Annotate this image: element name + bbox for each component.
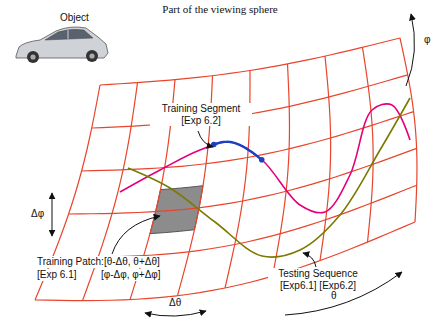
car-wheel — [27, 51, 39, 63]
direction-arrow — [406, 14, 415, 86]
car-pillar — [68, 30, 69, 39]
dimension-label: Δφ — [30, 208, 45, 220]
testing-sequence-curve — [128, 98, 410, 257]
longitude-line — [273, 64, 290, 276]
callout-label: [Exp 6.1] — [36, 269, 77, 281]
axis-label: θ — [330, 290, 338, 302]
latitude-line — [35, 222, 415, 301]
longitude-line — [400, 38, 417, 222]
segment-endpoint — [259, 157, 265, 163]
object-label: Object — [60, 12, 89, 24]
callout-label: Training Segment [Exp 6.2] — [150, 103, 252, 126]
car-hub — [30, 54, 35, 59]
training-trajectory — [120, 104, 410, 213]
callout-label: Testing Sequence [Exp6.1] [Exp6.2] — [268, 268, 368, 291]
axis-label: φ — [424, 34, 430, 46]
longitude-line — [363, 47, 374, 242]
car-hub — [89, 53, 94, 58]
training-segment — [214, 142, 262, 160]
leader-line — [112, 216, 160, 254]
dimension-arrow — [52, 193, 53, 236]
longitude-line — [83, 83, 138, 301]
callout-label: [φ-Δφ, φ+Δφ] — [100, 269, 162, 281]
car-window — [45, 29, 93, 40]
leader-line — [303, 253, 316, 267]
dimension-arrow — [145, 311, 206, 316]
car-icon — [16, 27, 108, 63]
leader-line — [198, 131, 213, 147]
car-wheel — [86, 50, 98, 62]
callout-label: Training Patch:[θ-Δθ, θ+Δθ] — [36, 256, 161, 268]
longitude-line — [35, 85, 100, 300]
dimension-label: Δθ — [168, 297, 182, 309]
